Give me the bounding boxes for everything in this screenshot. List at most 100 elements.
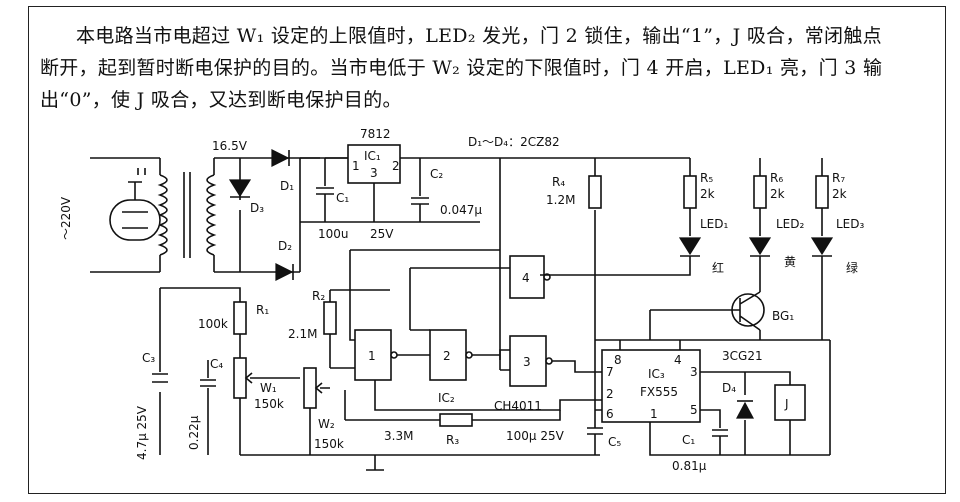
svg-text:黄: 黄	[784, 255, 796, 269]
led1: LED₁ 红	[540, 217, 729, 276]
figure-frame	[28, 6, 946, 494]
resistor-r6: R₆ 2k	[753, 171, 785, 209]
svg-text:R₆: R₆	[770, 171, 783, 185]
svg-text:C₃: C₃	[142, 351, 155, 365]
gate-1: 1	[354, 329, 398, 381]
svg-text:7: 7	[606, 365, 614, 379]
svg-text:3.3M: 3.3M	[384, 429, 413, 443]
svg-text:LED₂: LED₂	[776, 217, 805, 231]
svg-text:W₂: W₂	[318, 417, 335, 431]
svg-text:150k: 150k	[314, 437, 344, 451]
svg-text:IC₁: IC₁	[364, 149, 381, 163]
svg-text:100μ 25V: 100μ 25V	[506, 429, 565, 443]
svg-text:R₄: R₄	[552, 175, 565, 189]
svg-text:红: 红	[712, 260, 724, 275]
svg-text:IC₃: IC₃	[648, 367, 665, 381]
svg-text:0.22μ: 0.22μ	[187, 415, 201, 450]
mains-label: ～220V	[59, 196, 73, 240]
svg-text:7812: 7812	[360, 127, 391, 141]
svg-text:R₅: R₅	[700, 171, 713, 185]
resistor-r1: R₁ 100k	[198, 301, 269, 335]
potentiometer-w2: W₂ 150k	[303, 367, 344, 451]
svg-text:R₂: R₂	[312, 289, 325, 303]
svg-text:C₄: C₄	[210, 357, 223, 371]
svg-text:1: 1	[352, 159, 360, 173]
gate-2: 2	[429, 329, 473, 381]
3cg21-label: 3CG21	[722, 349, 763, 363]
svg-text:4: 4	[522, 271, 530, 285]
gate-3: 3	[509, 335, 553, 387]
svg-text:BG₁: BG₁	[772, 309, 794, 323]
svg-text:LED₃: LED₃	[836, 217, 865, 231]
svg-text:8: 8	[614, 353, 622, 367]
relay-j: J	[774, 384, 806, 421]
resistor-r5: R₅ 2k	[683, 171, 715, 209]
svg-text:2: 2	[443, 349, 451, 363]
svg-text:2.1M: 2.1M	[288, 327, 317, 341]
svg-text:C₂: C₂	[430, 167, 443, 181]
c1-voltage: 25V	[370, 227, 394, 241]
svg-text:100u: 100u	[318, 227, 349, 241]
svg-text:D₄: D₄	[722, 381, 736, 395]
svg-text:绿: 绿	[846, 260, 858, 275]
svg-text:LED₁: LED₁	[700, 217, 729, 231]
resistor-r7: R₇ 2k	[815, 171, 847, 209]
svg-text:0.047μ: 0.047μ	[440, 203, 482, 217]
regulator-7812: 7812 IC₁ 1 2 3	[347, 127, 401, 184]
svg-text:J: J	[784, 397, 789, 411]
ic2-part: CH4011	[494, 399, 542, 413]
svg-text:R₃: R₃	[446, 433, 459, 447]
resistor-r4: R₄ 1.2M	[546, 175, 602, 209]
ic2-label: IC₂	[438, 391, 455, 405]
capacitor-c4: C₄ 0.22μ	[187, 357, 223, 450]
svg-text:D₁: D₁	[280, 179, 294, 193]
led2: LED₂ 黄	[748, 217, 805, 292]
svg-text:2: 2	[606, 387, 614, 401]
capacitor-c5: C₅ 100μ 25V	[506, 410, 621, 455]
description-line-3: 出“0”，使 J 吸合，又达到断电保护目的。	[40, 89, 402, 111]
resistor-r3: R₃ 3.3M	[345, 410, 561, 447]
diode-d2: D₂	[275, 239, 294, 281]
svg-text:1: 1	[368, 349, 376, 363]
diode-spec: D₁～D₄：2CZ82	[468, 135, 560, 149]
svg-text:2k: 2k	[832, 187, 847, 201]
diode-d3: D₃	[228, 179, 264, 215]
ic3-fx555: IC₃ FX555 8 4 7 3 2 6 1 5	[601, 349, 701, 423]
svg-text:6: 6	[606, 407, 614, 421]
svg-text:R₁: R₁	[256, 303, 269, 317]
svg-text:100k: 100k	[198, 317, 228, 331]
svg-text:150k: 150k	[254, 397, 284, 411]
svg-text:1.2M: 1.2M	[546, 193, 575, 207]
svg-text:4: 4	[674, 353, 682, 367]
diode-d4: D₄	[722, 381, 754, 419]
svg-text:2k: 2k	[770, 187, 785, 201]
capacitor-c1: C₁ 100u	[316, 158, 349, 241]
svg-text:1: 1	[650, 407, 658, 421]
mains-input: ～220V	[59, 157, 217, 273]
diode-d1: D₁	[271, 149, 294, 193]
capacitor-c3: C₃ 4.7μ 25V	[135, 351, 168, 460]
gate-4: 4	[509, 255, 551, 299]
svg-text:R₇: R₇	[832, 171, 845, 185]
resistor-r2: R₂ 2.1M	[288, 289, 337, 341]
svg-text:5: 5	[690, 403, 698, 417]
svg-text:C₅: C₅	[608, 435, 621, 449]
svg-text:3: 3	[370, 166, 378, 180]
svg-text:4.7μ 25V: 4.7μ 25V	[135, 405, 149, 460]
svg-text:FX555: FX555	[640, 385, 678, 399]
capacitor-c2: C₂ 0.047μ	[411, 158, 482, 222]
svg-text:3: 3	[690, 365, 698, 379]
svg-text:W₁: W₁	[260, 381, 277, 395]
secondary-voltage-label: 16.5V	[212, 139, 248, 153]
svg-text:C₁: C₁	[336, 191, 349, 205]
svg-text:D₂: D₂	[278, 239, 292, 253]
potentiometer-w1: W₁ 150k	[233, 357, 284, 411]
svg-text:0.81μ: 0.81μ	[672, 459, 707, 473]
svg-text:3: 3	[523, 355, 531, 369]
svg-text:C₁: C₁	[682, 433, 695, 447]
capacitor-c1b: C₁ 0.81μ	[672, 429, 728, 473]
description-line-2: 断开，起到暂时断电保护的目的。当市电低于 W₂ 设定的下限值时，门 4 开启，L…	[40, 57, 883, 79]
led3: LED₃ 绿	[810, 217, 865, 340]
svg-text:D₃: D₃	[250, 201, 264, 215]
